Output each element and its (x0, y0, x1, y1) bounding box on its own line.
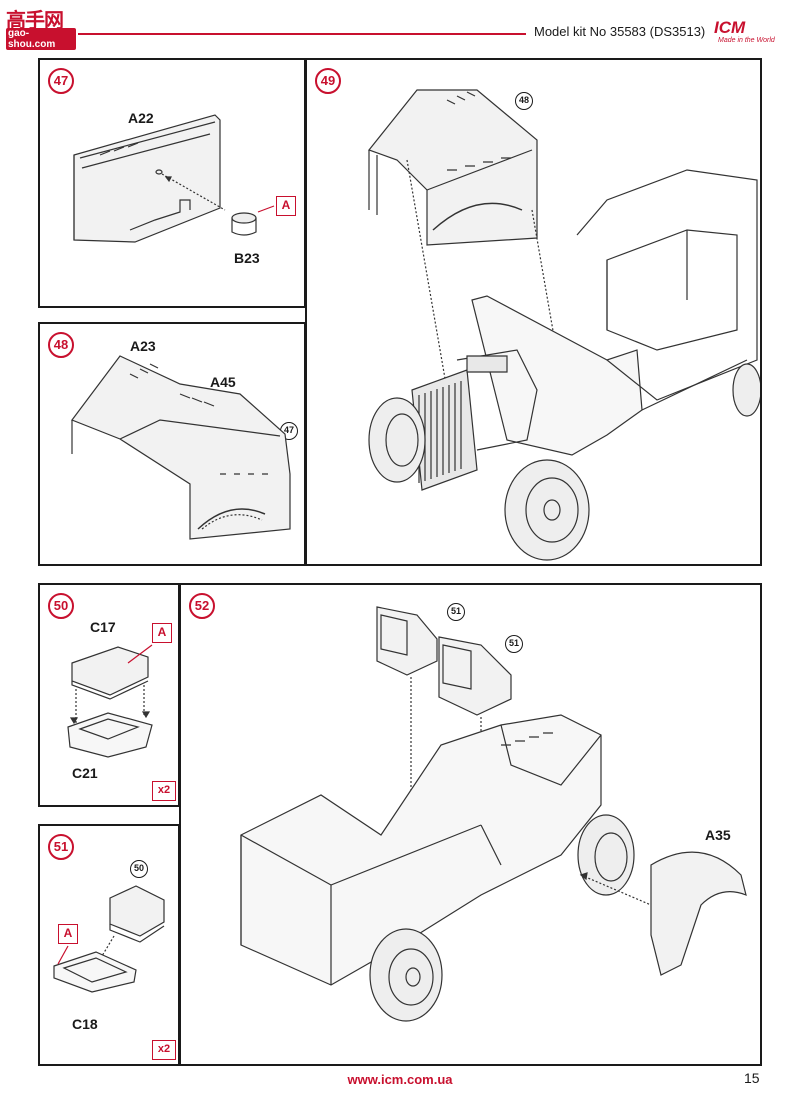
step-51-number: 51 (48, 834, 74, 860)
step-52-panel: 52 51 51 A35 (179, 583, 762, 1066)
step-49-number: 49 (315, 68, 341, 94)
brand-logo: ICM Made in the World (702, 18, 775, 46)
step-52-drawing (181, 585, 760, 1064)
step-51-panel: 51 50 C18 A x2 (38, 824, 180, 1066)
step-50-drawing (40, 585, 178, 805)
part-label-b23: B23 (234, 250, 260, 266)
paint-code-a-50: A (152, 623, 172, 643)
page-title: Model kit No 35583 (DS3513) (534, 24, 706, 39)
paint-code-a-51: A (58, 924, 78, 944)
part-label-a35: A35 (705, 827, 731, 843)
part-label-a22: A22 (128, 110, 154, 126)
quantity-badge-51: x2 (152, 1040, 176, 1060)
brand-name: ICM (714, 18, 746, 37)
step-48-number: 48 (48, 332, 74, 358)
step-50-number: 50 (48, 593, 74, 619)
ref-step-51-b: 51 (505, 635, 523, 653)
step-48-panel: 48 A23 A45 47 (38, 322, 306, 566)
step-50-panel: 50 C17 C21 A x2 (38, 583, 180, 807)
quantity-badge-50: x2 (152, 781, 176, 801)
page-number: 15 (744, 1070, 760, 1086)
step-47-number: 47 (48, 68, 74, 94)
ref-step-48: 48 (515, 92, 533, 110)
part-label-a45: A45 (210, 374, 236, 390)
step-47-drawing (40, 60, 304, 306)
part-label-c21: C21 (72, 765, 98, 781)
ref-step-50: 50 (130, 860, 148, 878)
step-49-drawing (307, 60, 760, 564)
brand-tagline: Made in the World (718, 37, 775, 44)
watermark-logo: 高手网 gao-shou.com (6, 4, 76, 50)
step-51-drawing (40, 826, 178, 1064)
step-47-panel: 47 A22 B23 A (38, 58, 306, 308)
part-label-c17: C17 (90, 619, 116, 635)
part-label-a23: A23 (130, 338, 156, 354)
header-rule (78, 33, 526, 35)
ref-step-51-a: 51 (447, 603, 465, 621)
step-49-panel: 49 48 (305, 58, 762, 566)
watermark-url: gao-shou.com (6, 28, 76, 50)
footer-url[interactable]: www.icm.com.ua (347, 1072, 453, 1087)
step-48-drawing (40, 324, 304, 564)
part-label-c18: C18 (72, 1016, 98, 1032)
step-52-number: 52 (189, 593, 215, 619)
paint-code-a: A (276, 196, 296, 216)
